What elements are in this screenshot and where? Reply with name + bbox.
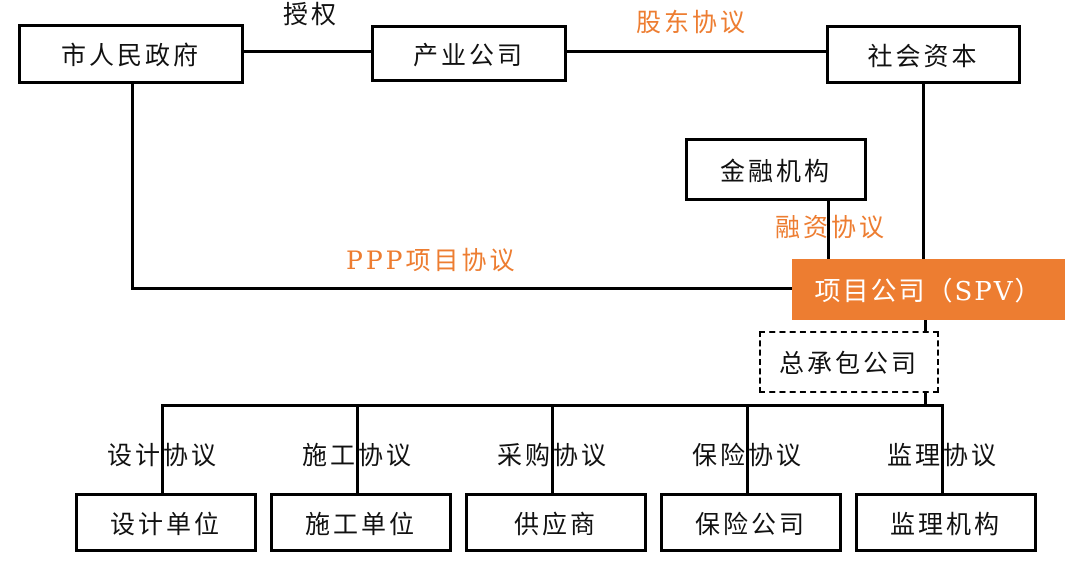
edge-procurement-drop-line	[551, 404, 554, 493]
node-industry-company: 产业公司	[371, 25, 567, 82]
edge-construction-drop-line	[356, 404, 359, 493]
label-insurance-agreement: 保险协议	[691, 441, 804, 470]
label-construction-agreement: 施工协议	[301, 441, 414, 470]
edge-shareholder-agreement-line	[567, 50, 826, 53]
edge-ppp-project-agreement-line	[131, 287, 792, 290]
label-supervision-agreement: 监理协议	[886, 441, 999, 470]
label-financing-agreement: 融资协议	[774, 213, 887, 242]
label-ppp-project-agreement: PPP项目协议	[346, 246, 518, 275]
label-authorization: 授权	[282, 0, 339, 29]
node-spv: 项目公司（SPV）	[792, 259, 1065, 320]
node-financial-institution: 金融机构	[685, 138, 867, 201]
label-procurement-agreement: 采购协议	[496, 441, 609, 470]
edge-financing-agreement-line	[827, 201, 830, 259]
node-supplier: 供应商	[465, 493, 647, 552]
node-government: 市人民政府	[18, 24, 244, 84]
node-insurance-company: 保险公司	[660, 493, 842, 552]
label-shareholder-agreement: 股东协议	[635, 8, 748, 37]
label-design-agreement: 设计协议	[106, 441, 219, 470]
edge-supervision-drop-line	[941, 404, 944, 493]
node-general-contractor: 总承包公司	[759, 331, 939, 393]
node-social-capital: 社会资本	[826, 25, 1021, 84]
edge-social-capital-to-spv-line	[922, 84, 925, 259]
node-supervision-agency: 监理机构	[855, 493, 1037, 552]
edge-government-down-line	[131, 84, 134, 290]
edge-insurance-drop-line	[746, 404, 749, 493]
node-design-unit: 设计单位	[75, 493, 257, 552]
node-construction-unit: 施工单位	[270, 493, 452, 552]
edge-authorization-line	[244, 50, 371, 53]
edge-design-drop-line	[161, 404, 164, 493]
